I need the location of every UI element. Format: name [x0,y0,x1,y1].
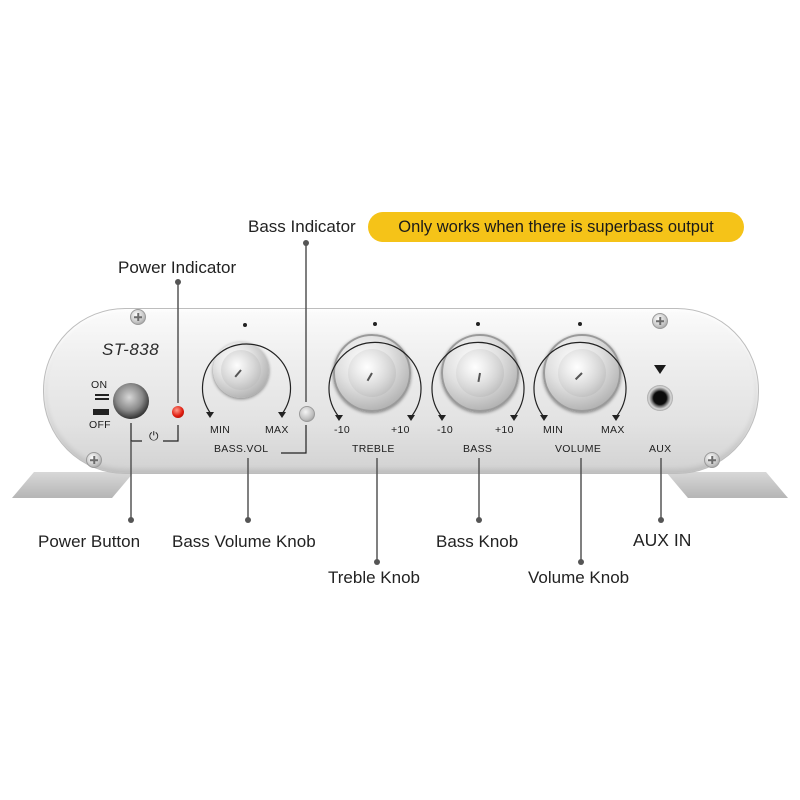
power-indicator-led [172,406,184,418]
volume-name: VOLUME [555,443,602,455]
bass-min-arrow [438,415,446,421]
aux-label: AUX [649,443,672,455]
bass-volume-top-dot [243,323,247,327]
power-indicator-leader-dot [175,279,181,285]
screw-bottom-left-icon [86,452,102,468]
bass-min-label: -10 [437,424,454,436]
bass-indicator-leader-dot [303,240,309,246]
treble-knob-label: Treble Knob [328,568,420,587]
power-bracket [130,423,179,442]
volume-min-label: MIN [543,424,564,436]
treble-leader-dot [374,559,380,565]
bass-indicator-label: Bass Indicator [248,217,356,236]
volume-knob[interactable] [543,334,621,412]
volume-min-arrow [540,415,548,421]
treble-top-dot [373,322,377,326]
bass-max-label: +10 [495,424,514,436]
bass-indicator-note: Only works when there is superbass outpu… [368,212,744,242]
treble-min-arrow [335,415,343,421]
treble-min-label: -10 [334,424,351,436]
right-mounting-foot [666,472,788,498]
power-button-leader-dot [128,517,134,523]
aux-in-label: AUX IN [633,530,692,550]
bass-max-arrow [510,415,518,421]
bass-knob[interactable] [441,334,519,412]
bass-arc [431,341,525,418]
bass-volume-knob-label: Bass Volume Knob [172,532,316,551]
volume-max-arrow [612,415,620,421]
aux-arrow-icon [654,365,666,374]
treble-max-label: +10 [391,424,410,436]
bass-volume-min-arrow [206,412,214,418]
bass-name: BASS [463,443,493,455]
bass-volume-min-label: MIN [210,424,231,436]
treble-arc [328,341,422,418]
bass-volume-max-label: MAX [265,424,289,436]
aux-input-jack[interactable] [647,385,673,411]
treble-name: TREBLE [352,443,395,455]
bass-volume-leader-dot [245,517,251,523]
volume-leader-dot [578,559,584,565]
screw-top-left-icon [130,309,146,325]
bass-volume-name: BASS.VOL [214,443,269,455]
switch-on-mark-icon [95,394,109,400]
bass-volume-arc [201,343,292,415]
power-button[interactable] [113,383,149,419]
switch-on-label: ON [91,379,108,391]
bass-top-dot [476,322,480,326]
switch-off-label: OFF [89,419,111,431]
screw-bottom-right-icon [704,452,720,468]
model-name: ST-838 [102,340,160,359]
power-button-label: Power Button [38,532,141,551]
bass-leader-dot [476,517,482,523]
treble-max-arrow [407,415,415,421]
switch-off-mark-icon [93,409,109,415]
bass-led-bracket [281,425,307,454]
bass-volume-max-arrow [278,412,286,418]
screw-top-right-icon [652,313,668,329]
power-indicator-label: Power Indicator [118,258,237,277]
aux-leader-dot [658,517,664,523]
power-symbol-icon: ⏻ [149,429,159,443]
volume-arc [533,341,627,418]
left-mounting-foot [12,472,134,498]
bass-knob-label: Bass Knob [436,532,519,551]
volume-max-label: MAX [601,424,625,436]
volume-top-dot [578,322,582,326]
treble-knob[interactable] [333,334,411,412]
bass-indicator-led [299,406,315,422]
bass-volume-knob[interactable] [213,342,269,398]
volume-knob-label: Volume Knob [528,568,630,587]
